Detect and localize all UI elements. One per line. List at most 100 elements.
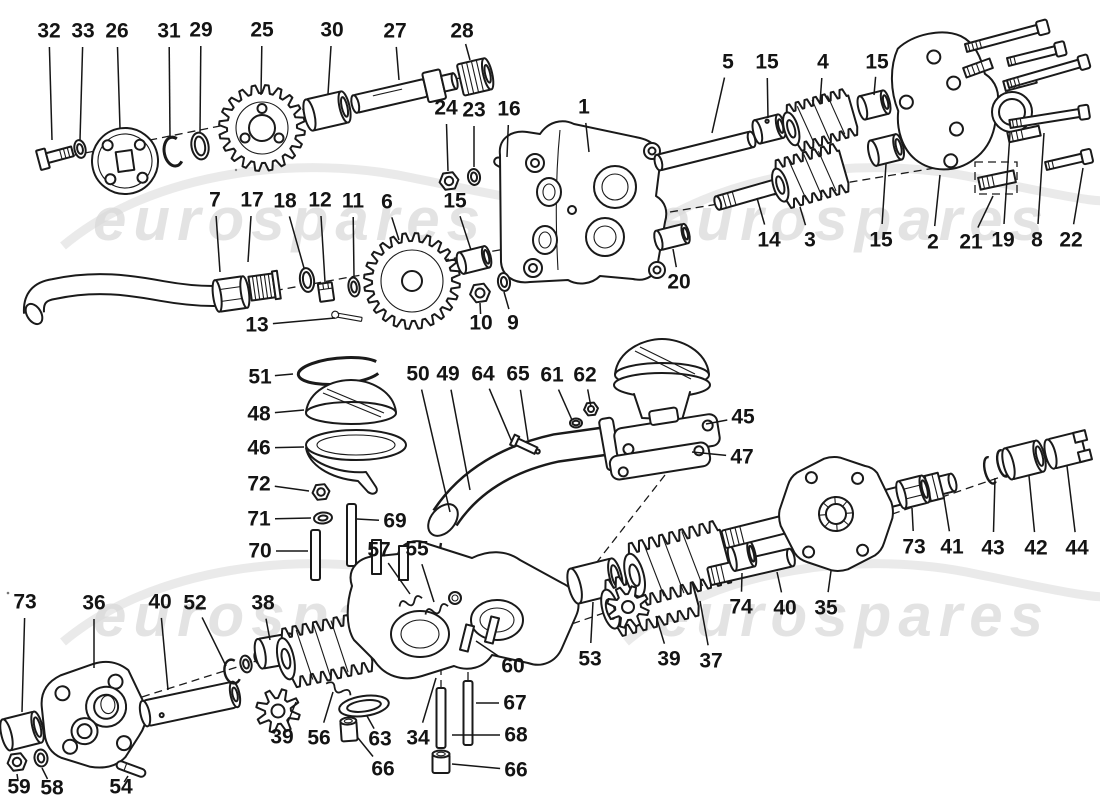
callout-12: 12: [308, 189, 331, 212]
callout-52: 52: [183, 592, 206, 615]
callout-41: 41: [940, 536, 964, 559]
callout-1: 1: [578, 96, 590, 119]
callout-47: 47: [730, 446, 753, 469]
part-42-coupling-sleeve: [1001, 439, 1047, 481]
callout-9: 9: [507, 312, 519, 335]
part-66-plug: [339, 716, 359, 743]
callout-64: 64: [471, 363, 495, 386]
leader-line-44: [1066, 465, 1076, 533]
callout-37: 37: [699, 650, 722, 673]
part-31-snap-ring: [162, 135, 184, 168]
leader-line-60: [475, 640, 501, 658]
callout-56: 56: [307, 727, 330, 750]
callout-63: 63: [368, 728, 391, 751]
leader-line-22: [1072, 167, 1084, 225]
part-56-spring: [325, 681, 352, 696]
part-69-stud: [346, 503, 357, 567]
callout-24: 24: [434, 97, 458, 120]
leader-line-19: [1003, 132, 1011, 225]
leader-line-28: [464, 43, 471, 61]
leader-line-52: [201, 617, 227, 667]
leader-line-55: [421, 563, 435, 603]
leader-line-20: [672, 248, 678, 268]
callout-2: 2: [927, 231, 939, 254]
callout-46: 46: [247, 437, 270, 460]
plate-stud: [1006, 124, 1042, 144]
part-61-seal: [569, 417, 583, 429]
leader-line-3: [799, 206, 807, 226]
leader-line-11: [352, 216, 355, 277]
leader-line-1: [585, 122, 590, 153]
leader-line-39: [287, 701, 297, 723]
leader-line-31: [168, 46, 171, 137]
part-23-washer: [466, 168, 482, 186]
bolt: [1006, 40, 1068, 67]
leader-line-9: [503, 291, 510, 310]
leader-line-24: [445, 123, 449, 172]
leader-line-30: [327, 45, 332, 95]
leader-line-66: [357, 737, 374, 757]
callout-74: 74: [729, 596, 753, 619]
part-24-nut: [438, 171, 460, 191]
leader-line-39: [655, 615, 666, 644]
callout-3: 3: [804, 229, 816, 252]
callout-23: 23: [462, 99, 485, 122]
leader-line-40: [160, 617, 169, 691]
callout-43: 43: [981, 537, 1004, 560]
callout-65: 65: [506, 363, 530, 386]
callout-14: 14: [757, 229, 781, 252]
part-46-strainer-cup: [305, 429, 407, 495]
callout-10: 10: [469, 312, 492, 335]
callout-15: 15: [869, 229, 893, 252]
part-54-dowel-pin: [115, 760, 147, 778]
callout-15: 15: [865, 51, 889, 74]
callout-33: 33: [71, 20, 94, 43]
callout-29: 29: [189, 19, 212, 42]
callout-44: 44: [1065, 537, 1089, 560]
callout-54: 54: [109, 776, 133, 799]
leader-line-7: [215, 215, 221, 273]
part-73-nut: [895, 474, 931, 510]
part-15-bushing: [751, 113, 787, 145]
callout-11: 11: [342, 190, 365, 213]
callout-4: 4: [817, 51, 829, 74]
leader-line-6: [391, 217, 400, 241]
part-21-stud: [977, 169, 1017, 191]
callout-22: 22: [1059, 229, 1082, 252]
part-13-split-pin: [331, 310, 363, 322]
leader-line-72: [274, 485, 310, 492]
part-40-shaft-pin: [138, 680, 242, 728]
part-18-seal-ring: [298, 267, 316, 293]
callout-66: 66: [371, 758, 394, 781]
part-32-bolt: [35, 145, 75, 171]
callout-19: 19: [991, 229, 1014, 252]
leader-line-49: [450, 389, 471, 491]
callout-58: 58: [40, 777, 64, 800]
part-72-nut: [311, 483, 331, 501]
part-49-suction-pipe: [427, 416, 622, 537]
callout-8: 8: [1031, 229, 1043, 252]
leader-line-18: [288, 216, 305, 269]
part-12-castle-nut: [316, 281, 336, 303]
part-58-washer: [33, 748, 49, 768]
callout-70: 70: [248, 540, 271, 563]
callout-51: 51: [248, 366, 272, 389]
leader-line-69: [356, 518, 380, 521]
part-10-nut: [469, 282, 491, 304]
leader-line-15: [881, 163, 887, 225]
callout-36: 36: [82, 592, 105, 615]
leader-line-54: [123, 775, 129, 783]
callout-73: 73: [13, 591, 36, 614]
callout-71: 71: [247, 508, 271, 531]
part-15-bushing: [867, 133, 905, 167]
leader-line-41: [943, 497, 951, 532]
leader-line-21: [977, 195, 994, 228]
part-71-washer: [313, 511, 333, 525]
part-1-pump-body: [498, 120, 668, 285]
callout-25: 25: [250, 19, 274, 42]
part-11-washer: [347, 276, 361, 298]
callout-7: 7: [209, 189, 221, 212]
part-39-gear-sprocket: [255, 688, 301, 734]
